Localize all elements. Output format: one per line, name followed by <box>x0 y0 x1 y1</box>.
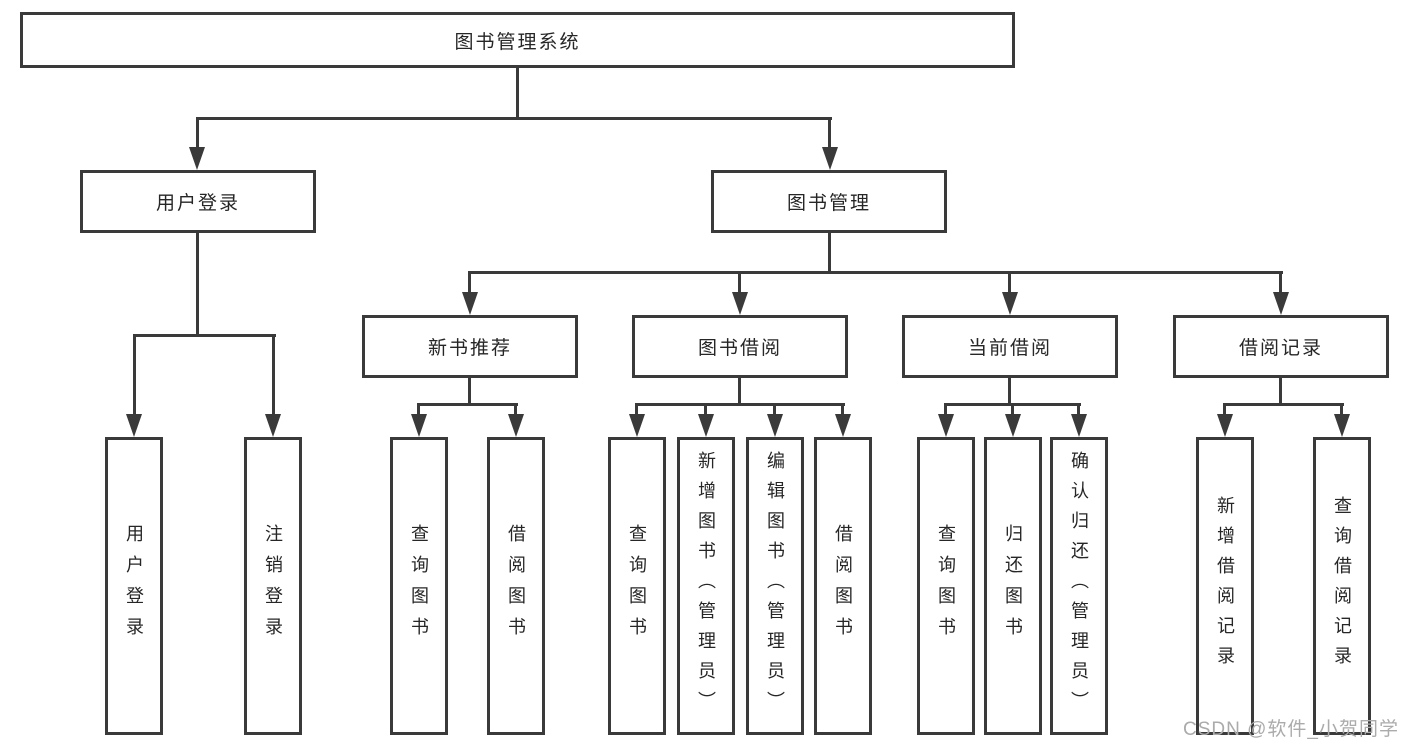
node-label: 查询图书 <box>627 524 647 648</box>
connector-line <box>1223 403 1344 406</box>
connector-line <box>417 403 420 416</box>
connector-line <box>417 403 518 406</box>
arrow-down-icon <box>508 414 524 437</box>
arrow-down-icon <box>822 147 838 170</box>
leaf-logout: 注销登录 <box>244 437 302 735</box>
watermark: CSDN @软件_小贺同学 <box>1183 719 1399 740</box>
arrow-down-icon <box>1005 414 1021 437</box>
node-library-system: 图书管理系统 <box>20 12 1015 68</box>
node-current-borrow: 当前借阅 <box>902 315 1118 378</box>
connector-line <box>738 271 741 294</box>
node-label: 借阅记录 <box>1238 338 1323 359</box>
leaf-borrow-books-recommend: 借阅图书 <box>487 437 545 735</box>
arrow-down-icon <box>938 414 954 437</box>
arrow-down-icon <box>189 147 205 170</box>
arrow-down-icon <box>767 414 783 437</box>
node-label: 图书管理系统 <box>454 31 581 53</box>
connector-line <box>635 403 638 416</box>
leaf-confirm-return-admin: 确认归还（管理员） <box>1050 437 1108 735</box>
node-book-borrow: 图书借阅 <box>632 315 848 378</box>
arrow-down-icon <box>1002 292 1018 315</box>
connector-line <box>468 271 471 294</box>
arrow-down-icon <box>835 414 851 437</box>
node-label: 查询借阅记录 <box>1332 496 1352 676</box>
leaf-user-login: 用户登录 <box>105 437 163 735</box>
node-label: 当前借阅 <box>967 338 1052 359</box>
arrow-down-icon <box>126 414 142 437</box>
connector-line <box>1011 403 1014 416</box>
node-label: 用户登录 <box>155 193 240 214</box>
connector-line <box>841 403 844 416</box>
connector-line <box>272 334 275 416</box>
leaf-query-books-current: 查询图书 <box>917 437 975 735</box>
arrow-down-icon <box>1217 414 1233 437</box>
leaf-edit-book-admin: 编辑图书（管理员） <box>746 437 804 735</box>
node-label: 查询图书 <box>936 524 956 648</box>
leaf-add-borrow-record: 新增借阅记录 <box>1196 437 1254 735</box>
arrow-down-icon <box>732 292 748 315</box>
node-label: 编辑图书（管理员） <box>765 451 785 721</box>
connector-line <box>738 378 741 406</box>
node-label: 图书管理 <box>786 193 871 214</box>
connector-line <box>1340 403 1343 416</box>
connector-line <box>514 403 517 416</box>
connector-line <box>133 334 276 337</box>
connector-line <box>196 233 199 336</box>
node-label: 注销登录 <box>263 524 283 648</box>
node-label: 用户登录 <box>124 524 144 648</box>
node-label: 借阅图书 <box>506 524 526 648</box>
connector-line <box>516 68 519 118</box>
node-label: 查询图书 <box>409 524 429 648</box>
arrow-down-icon <box>265 414 281 437</box>
leaf-add-book-admin: 新增图书（管理员） <box>677 437 735 735</box>
connector-line <box>1077 403 1080 416</box>
connector-line <box>196 117 832 120</box>
node-user-login: 用户登录 <box>80 170 316 233</box>
connector-line <box>635 403 845 406</box>
node-label: 归还图书 <box>1003 524 1023 648</box>
leaf-query-borrow-record: 查询借阅记录 <box>1313 437 1371 735</box>
connector-line <box>196 117 199 148</box>
connector-line <box>1008 271 1011 294</box>
node-label: 新增借阅记录 <box>1215 496 1235 676</box>
arrow-down-icon <box>1334 414 1350 437</box>
arrow-down-icon <box>462 292 478 315</box>
connector-line <box>468 378 471 406</box>
connector-line <box>1279 378 1282 406</box>
node-label: 确认归还（管理员） <box>1069 451 1089 721</box>
connector-line <box>133 334 136 416</box>
connector-line <box>1008 378 1011 406</box>
connector-line <box>773 403 776 416</box>
connector-line <box>944 403 947 416</box>
leaf-return-book: 归还图书 <box>984 437 1042 735</box>
arrow-down-icon <box>629 414 645 437</box>
node-label: 借阅图书 <box>833 524 853 648</box>
node-book-management: 图书管理 <box>711 170 947 233</box>
connector-line <box>828 117 831 148</box>
connector-line <box>469 271 1283 274</box>
arrow-down-icon <box>411 414 427 437</box>
node-label: 图书借阅 <box>697 338 782 359</box>
node-borrow-records: 借阅记录 <box>1173 315 1389 378</box>
node-label: 新增图书（管理员） <box>696 451 716 721</box>
node-label: 新书推荐 <box>427 338 512 359</box>
leaf-borrow-books: 借阅图书 <box>814 437 872 735</box>
arrow-down-icon <box>698 414 714 437</box>
node-new-book-recommend: 新书推荐 <box>362 315 578 378</box>
arrow-down-icon <box>1273 292 1289 315</box>
connector-line <box>1223 403 1226 416</box>
leaf-query-books-borrow: 查询图书 <box>608 437 666 735</box>
connector-line <box>1279 271 1282 294</box>
connector-line <box>704 403 707 416</box>
leaf-query-books-recommend: 查询图书 <box>390 437 448 735</box>
connector-line <box>828 233 831 274</box>
arrow-down-icon <box>1071 414 1087 437</box>
